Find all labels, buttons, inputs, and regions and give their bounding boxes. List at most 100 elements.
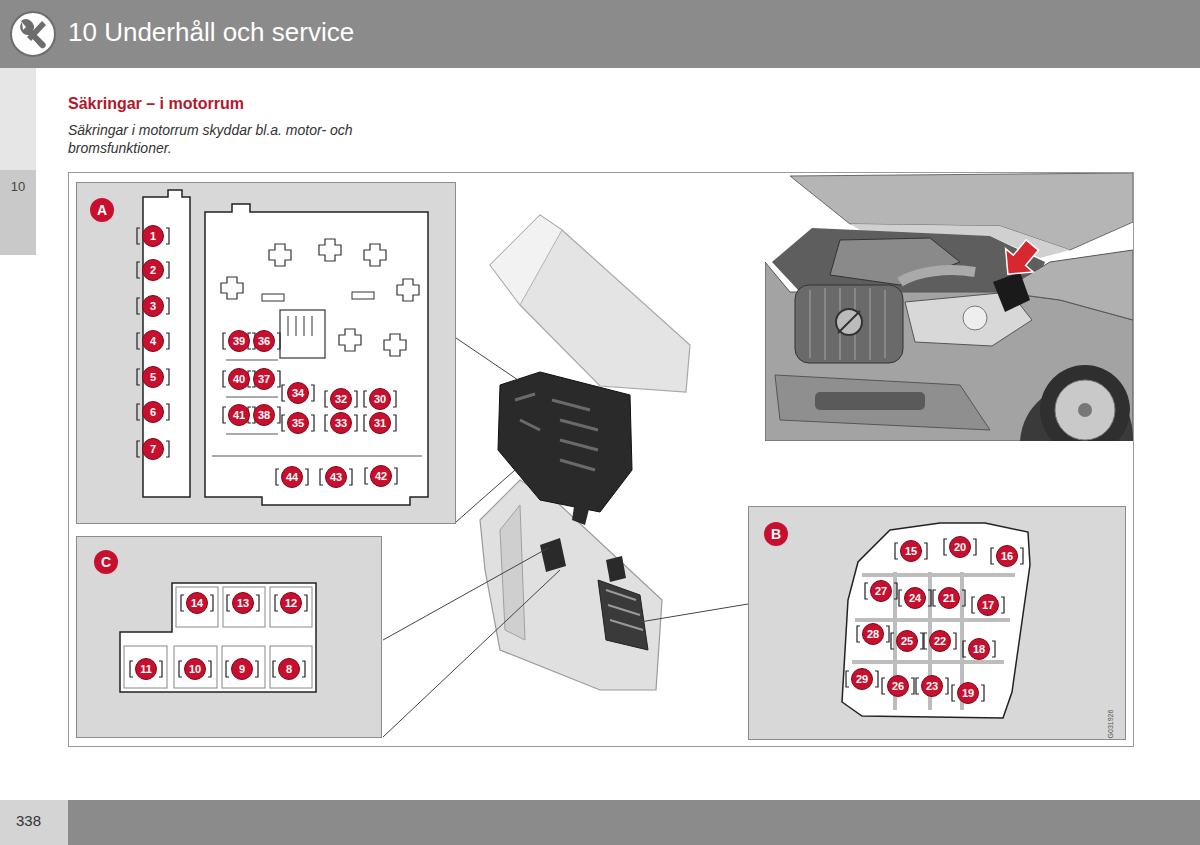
fuse-number-text: 30	[374, 394, 386, 405]
engine-fuse-box-illustration	[480, 480, 662, 690]
figure-frame	[69, 173, 1134, 747]
fuse-number: 38	[253, 404, 275, 426]
panel-ground	[76, 182, 456, 524]
fuse-number-text: 5	[150, 372, 156, 383]
fuse-number-text: 14	[191, 598, 203, 609]
panel-letter: A	[90, 198, 114, 222]
car-illustration	[1055, 380, 1115, 440]
fuse-number: 29	[851, 668, 873, 690]
fuse-number-text: 24	[909, 593, 921, 604]
fuse-number: 43	[325, 466, 347, 488]
fuse-box-a-outline	[339, 329, 361, 351]
fuse-box-b-outline	[852, 572, 1015, 710]
header-bar	[0, 0, 1200, 68]
fuse-number: 5	[142, 366, 164, 388]
fuse-number: 12	[280, 592, 302, 614]
fuse-box-c-outline	[223, 587, 265, 627]
fuse-number-text: 29	[856, 674, 868, 685]
fuse-number: 2	[142, 259, 164, 281]
fuse-box-a-outline	[364, 244, 386, 266]
fuse-box-b-outline	[842, 523, 1030, 718]
fuse-number: 3	[142, 295, 164, 317]
fuse-box-c-outline	[176, 587, 218, 627]
car-illustration	[994, 233, 1046, 285]
car-illustration	[900, 270, 975, 282]
header-bar	[0, 0, 1200, 68]
fuse-number: 9	[231, 658, 253, 680]
fuse-box-a-outline	[319, 239, 341, 261]
fuse-number: 33	[330, 412, 352, 434]
car-illustration	[810, 288, 885, 360]
car-illustration	[815, 392, 925, 410]
fuse-number-text: 18	[973, 644, 985, 655]
fuse-box-c-outline	[124, 646, 167, 688]
fuse-number: 7	[142, 438, 164, 460]
fuse-number-text: 42	[375, 471, 387, 482]
fuse-number-text: 22	[934, 636, 946, 647]
fuse-number: 18	[968, 638, 990, 660]
fuse-number: 40	[228, 368, 250, 390]
fuse-box-c-outline	[174, 646, 217, 688]
fuse-panel: B152016272421172825221829262319	[748, 506, 1126, 740]
fuse-number-text: 6	[150, 407, 156, 418]
fuse-number-text: 26	[892, 681, 904, 692]
fuse-number-text: 3	[150, 301, 156, 312]
leader-line	[456, 338, 518, 380]
footer-bar	[0, 800, 1200, 845]
fuse-number-text: 35	[292, 418, 304, 429]
fuse-holder	[130, 228, 1023, 701]
fuse-number: 20	[949, 536, 971, 558]
fuse-box-a-outline	[143, 190, 190, 497]
fuse-number: 10	[184, 658, 206, 680]
fuse-number-text: 23	[926, 681, 938, 692]
fuse-panel: C141312111098	[76, 536, 382, 738]
fuse-number-text: 32	[335, 394, 347, 405]
fuse-number-text: 41	[233, 410, 245, 421]
fuse-number: 26	[887, 675, 909, 697]
fuse-number-text: 36	[258, 336, 270, 347]
fuse-box-a-outline	[352, 292, 374, 299]
fuse-box-a-outline	[205, 204, 428, 505]
fuse-box-c-outline	[270, 587, 312, 627]
fuse-box-a-outline	[143, 190, 428, 505]
fuse-number-text: 7	[150, 444, 156, 455]
car-illustration	[836, 309, 862, 335]
panel-ground	[76, 536, 382, 738]
section-intro: Säkringar i motorrum skyddar bl.a. motor…	[68, 121, 403, 157]
fuse-number: 41	[228, 404, 250, 426]
fuse-box-c-outline	[120, 583, 316, 692]
fuse-number: 39	[228, 330, 250, 352]
fuse-number-text: 34	[292, 388, 304, 399]
fuse-box-a-outline	[226, 397, 278, 398]
fuse-number: 36	[253, 330, 275, 352]
leader-line	[456, 470, 515, 522]
car-illustration	[838, 311, 860, 333]
fuse-number-text: 44	[286, 472, 298, 483]
fuse-box-c-outline	[222, 646, 265, 688]
fuse-number: 34	[287, 382, 309, 404]
panel-ground	[76, 182, 1126, 740]
fuse-number-text: 17	[982, 600, 994, 611]
engine-fuse-box-illustration	[572, 500, 590, 525]
fuse-number: 15	[900, 540, 922, 562]
car-illustration	[765, 173, 1133, 441]
figure-frame	[69, 173, 1134, 747]
leader-line	[383, 570, 560, 737]
fuse-number-text: 21	[943, 593, 955, 604]
fuse-number: 22	[929, 630, 951, 652]
fuse-number: 44	[281, 466, 303, 488]
fuse-number-text: 20	[954, 542, 966, 553]
fuse-number: 13	[232, 592, 254, 614]
car-illustration	[963, 306, 987, 330]
fuse-number: 30	[369, 388, 391, 410]
engine-fuse-box-illustration	[606, 556, 626, 582]
wrench-icon	[11, 12, 55, 56]
fuse-number-text: 12	[285, 598, 297, 609]
panel-letter: C	[94, 550, 118, 574]
fuse-box-a-outline	[221, 277, 243, 299]
fuse-box-a-outline	[269, 244, 291, 266]
fuse-number-text: 33	[335, 418, 347, 429]
fuse-number: 31	[369, 412, 391, 434]
fuse-number: 14	[186, 592, 208, 614]
footer-bar	[0, 800, 1200, 845]
